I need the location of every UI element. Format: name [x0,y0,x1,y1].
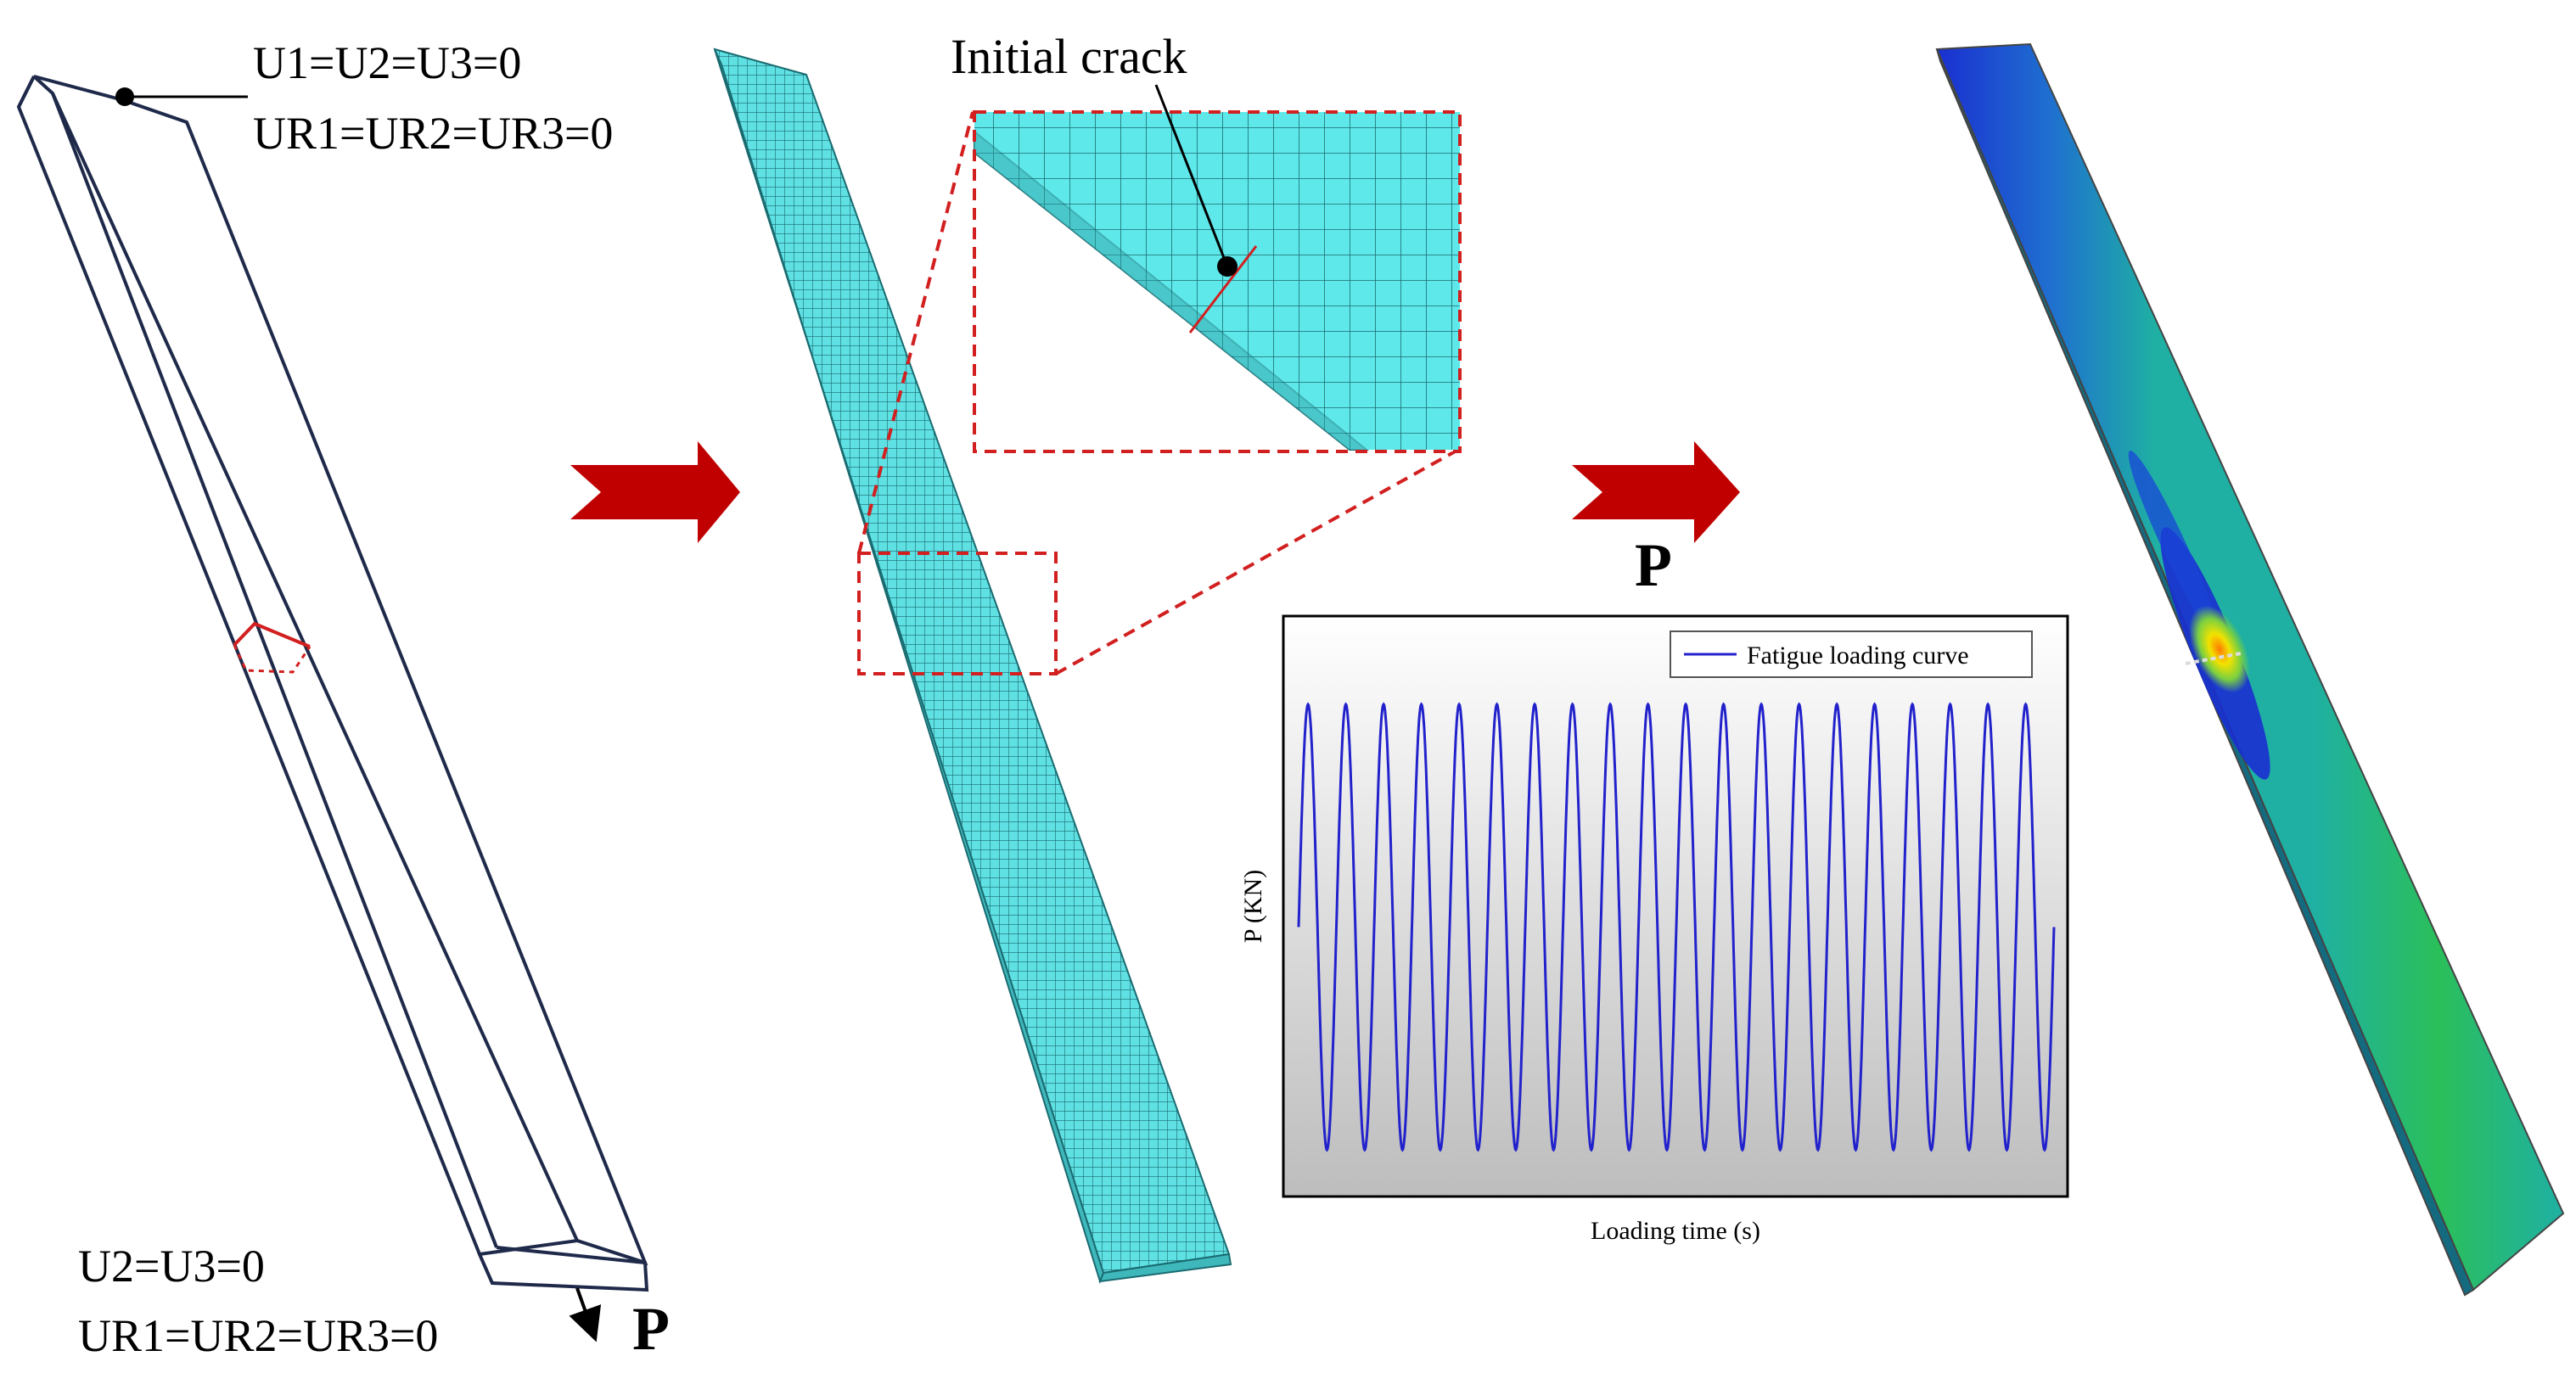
series-fatigue-loading-curve [1297,702,2056,1152]
plate-edge-inner [51,92,498,1248]
fatigue-chart: Fatigue loading curve P (KN) Loading tim… [1239,614,2069,1245]
crack-marker [233,621,311,648]
bc-bottom-line2: UR1=UR2=UR3=0 [78,1310,438,1361]
plate-edge-outer [16,76,494,1284]
process-arrow-2-icon [1572,441,1740,543]
bc-top-line1: U1=U2=U3=0 [253,37,521,88]
plate-end-face [477,1238,649,1292]
legend-series-name: Fatigue loading curve [1747,642,1969,670]
process-arrow-1-icon [570,441,740,543]
zoom-inset-frame [973,110,1462,453]
chart-legend: Fatigue loading curve [1670,630,2033,678]
contour-panel [1935,42,2565,1297]
zoom-inset: Initial crack [951,29,1462,453]
zoom-source-box [857,552,1058,675]
geometry-panel: U1=U2=U3=0 UR1=UR2=UR3=0 U2=U3=0 UR1=UR2… [16,37,670,1363]
mesh-panel: Initial crack [713,29,1462,1284]
bc-top-line2: UR1=UR2=UR3=0 [253,108,613,159]
chart-ylabel: P (KN) [1239,870,1267,943]
load-arrow-icon [569,1287,602,1342]
contour-hotspot [2189,605,2250,693]
contour-crack-line [2185,652,2242,665]
load-label-process: P [1635,531,1672,599]
initial-crack-label: Initial crack [951,29,1187,84]
chart-xlabel: Loading time (s) [1591,1217,1760,1245]
bc-bottom-line1: U2=U3=0 [78,1241,265,1292]
chart-plot-area [1282,614,2069,1198]
load-label-end: P [632,1295,670,1363]
plate-top-face [32,75,648,1266]
